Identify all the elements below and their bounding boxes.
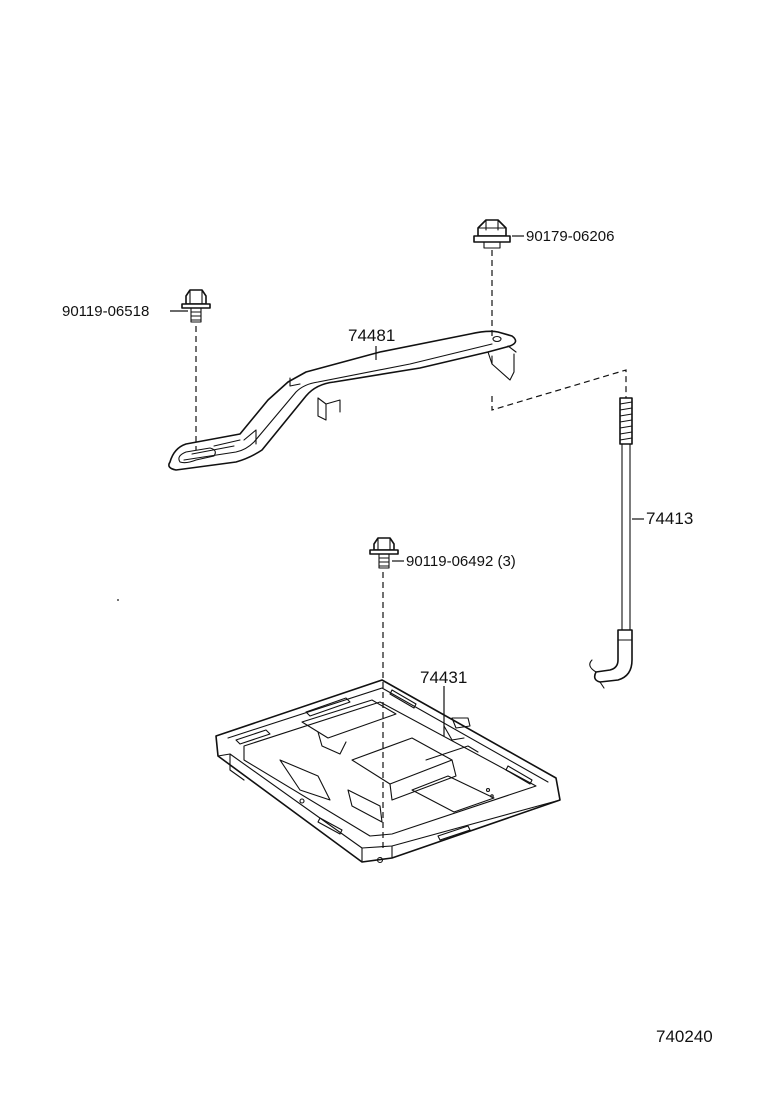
clamp-part (168, 330, 517, 471)
stray-mark (117, 599, 119, 601)
label-tray-bolt: 90119-06492 (3) (406, 553, 516, 570)
label-rod: 74413 (646, 509, 693, 528)
label-nut: 90179-06206 (526, 228, 614, 245)
left-bolt-part (181, 289, 211, 323)
nut-part (473, 219, 511, 249)
label-left-bolt: 90119-06518 (62, 303, 149, 320)
tray-part (215, 679, 561, 864)
label-tray: 74431 (420, 668, 467, 687)
label-clamp: 74481 (348, 326, 395, 345)
tray-bolt-part (369, 537, 399, 569)
diagram-code: 740240 (656, 1027, 713, 1046)
clamp-rod-dashed-guide (491, 369, 627, 411)
rod-part (589, 397, 633, 689)
